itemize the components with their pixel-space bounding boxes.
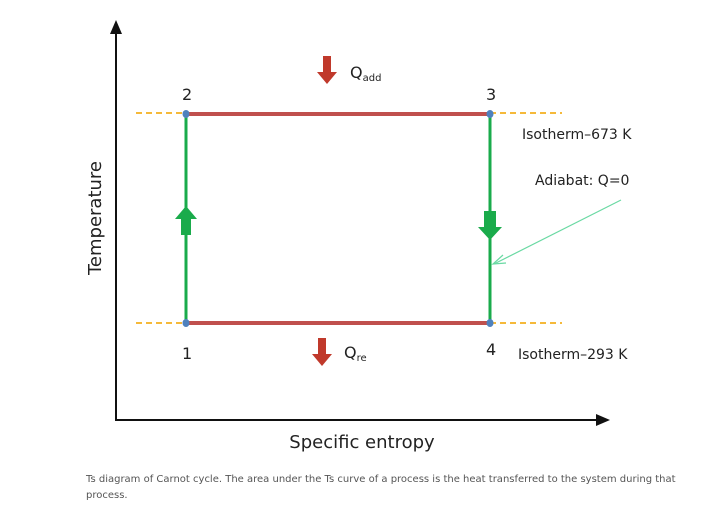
ts-diagram: 2 3 1 4 Qadd Qre Isotherm–673 K Adiabat:… bbox=[85, 20, 632, 453]
state-point-3-marker bbox=[486, 110, 494, 118]
figure-caption: Ts diagram of Carnot cycle. The area und… bbox=[86, 474, 676, 501]
compression-up-arrow bbox=[175, 206, 197, 235]
state-point-4-label: 4 bbox=[486, 340, 496, 359]
state-point-3-label: 3 bbox=[486, 85, 496, 104]
heat-added-subscript: add bbox=[363, 73, 382, 84]
state-point-2-label: 2 bbox=[182, 85, 192, 104]
expansion-down-arrow bbox=[478, 211, 502, 240]
x-axis-arrowhead bbox=[596, 414, 610, 426]
state-point-1-marker bbox=[182, 319, 190, 327]
heat-rejected-arrow-icon bbox=[312, 338, 332, 366]
heat-added-label: Qadd bbox=[350, 63, 381, 84]
adiabat-note-label: Adiabat: Q=0 bbox=[535, 173, 629, 189]
state-point-2-marker bbox=[182, 110, 190, 118]
heat-rejected-label: Qre bbox=[344, 343, 367, 364]
heat-rejected-subscript: re bbox=[357, 353, 367, 364]
isotherm-low-label: Isotherm–293 K bbox=[518, 347, 628, 363]
heat-added-arrow-icon bbox=[317, 56, 337, 84]
y-axis-arrowhead bbox=[110, 20, 122, 34]
state-point-1-label: 1 bbox=[182, 344, 192, 363]
isotherm-high-label: Isotherm–673 K bbox=[522, 127, 632, 143]
heat-added-symbol: Q bbox=[350, 63, 363, 82]
x-axis-title: Specific entropy bbox=[289, 432, 435, 453]
adiabat-pointer-line bbox=[493, 199, 622, 265]
y-axis-title: Temperature bbox=[85, 161, 106, 276]
state-point-4-marker bbox=[486, 319, 494, 327]
heat-rejected-symbol: Q bbox=[344, 343, 357, 362]
adiabat-pointer-arrowhead bbox=[491, 254, 507, 265]
